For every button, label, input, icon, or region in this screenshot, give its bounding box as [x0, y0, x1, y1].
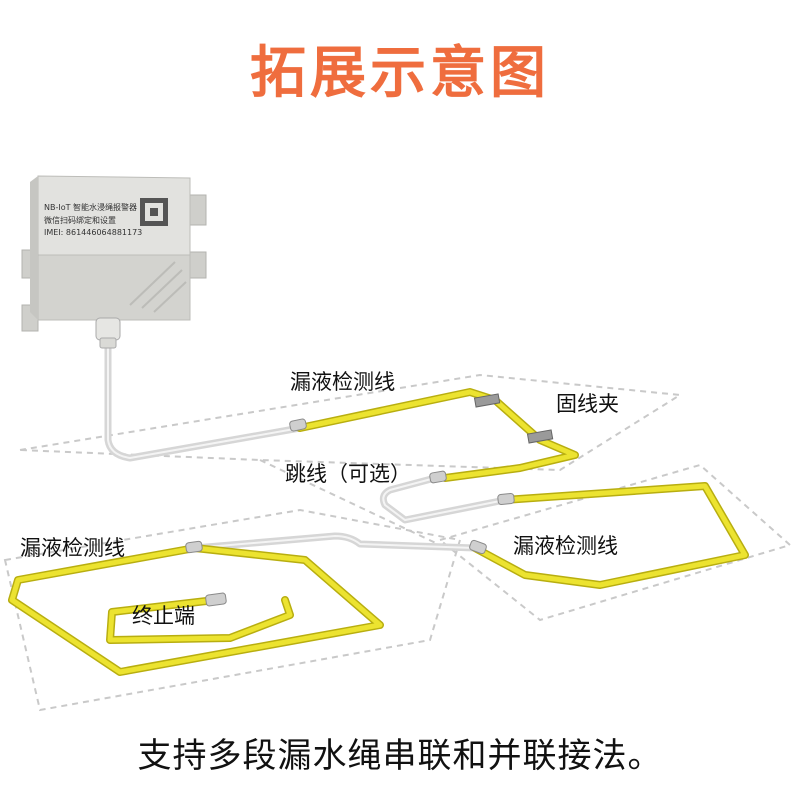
rope-left: [8, 544, 384, 676]
floor-divider: [259, 459, 441, 546]
device-label-imei: IMEI: 861446064881173: [44, 228, 143, 237]
device-side-face: [30, 176, 38, 320]
caption: 支持多段漏水绳串联和并联接法。: [137, 736, 663, 776]
connector-1: [289, 418, 307, 432]
label-rope-top: 漏液检测线: [290, 370, 395, 394]
alarm-device: [21, 175, 207, 349]
cable-clips: [473, 393, 554, 444]
connector-3: [497, 492, 515, 506]
label-jumper: 跳线（可选）: [285, 462, 411, 486]
label-rope-left: 漏液检测线: [20, 536, 125, 560]
connector-2: [429, 470, 447, 484]
sensing-ropes: [8, 388, 749, 676]
terminal-plug: [205, 592, 227, 607]
device-label-model: NB-IoT 智能水浸绳报警器: [44, 203, 138, 212]
label-rope-right: 漏液检测线: [513, 534, 618, 558]
clip-1: [473, 393, 501, 408]
connector-5: [469, 539, 487, 555]
device-front-face: [37, 254, 191, 321]
connector-4: [185, 540, 203, 554]
connectors: [185, 418, 515, 607]
clip-2: [526, 429, 554, 444]
cable-gland: [95, 317, 121, 341]
label-clip: 固线夹: [556, 392, 619, 416]
page-title: 拓展示意图: [250, 41, 550, 106]
floor-tile-back: [19, 373, 684, 472]
device-label-wechat: 微信扫码绑定和设置: [44, 216, 116, 225]
label-terminal: 终止端: [132, 604, 195, 628]
